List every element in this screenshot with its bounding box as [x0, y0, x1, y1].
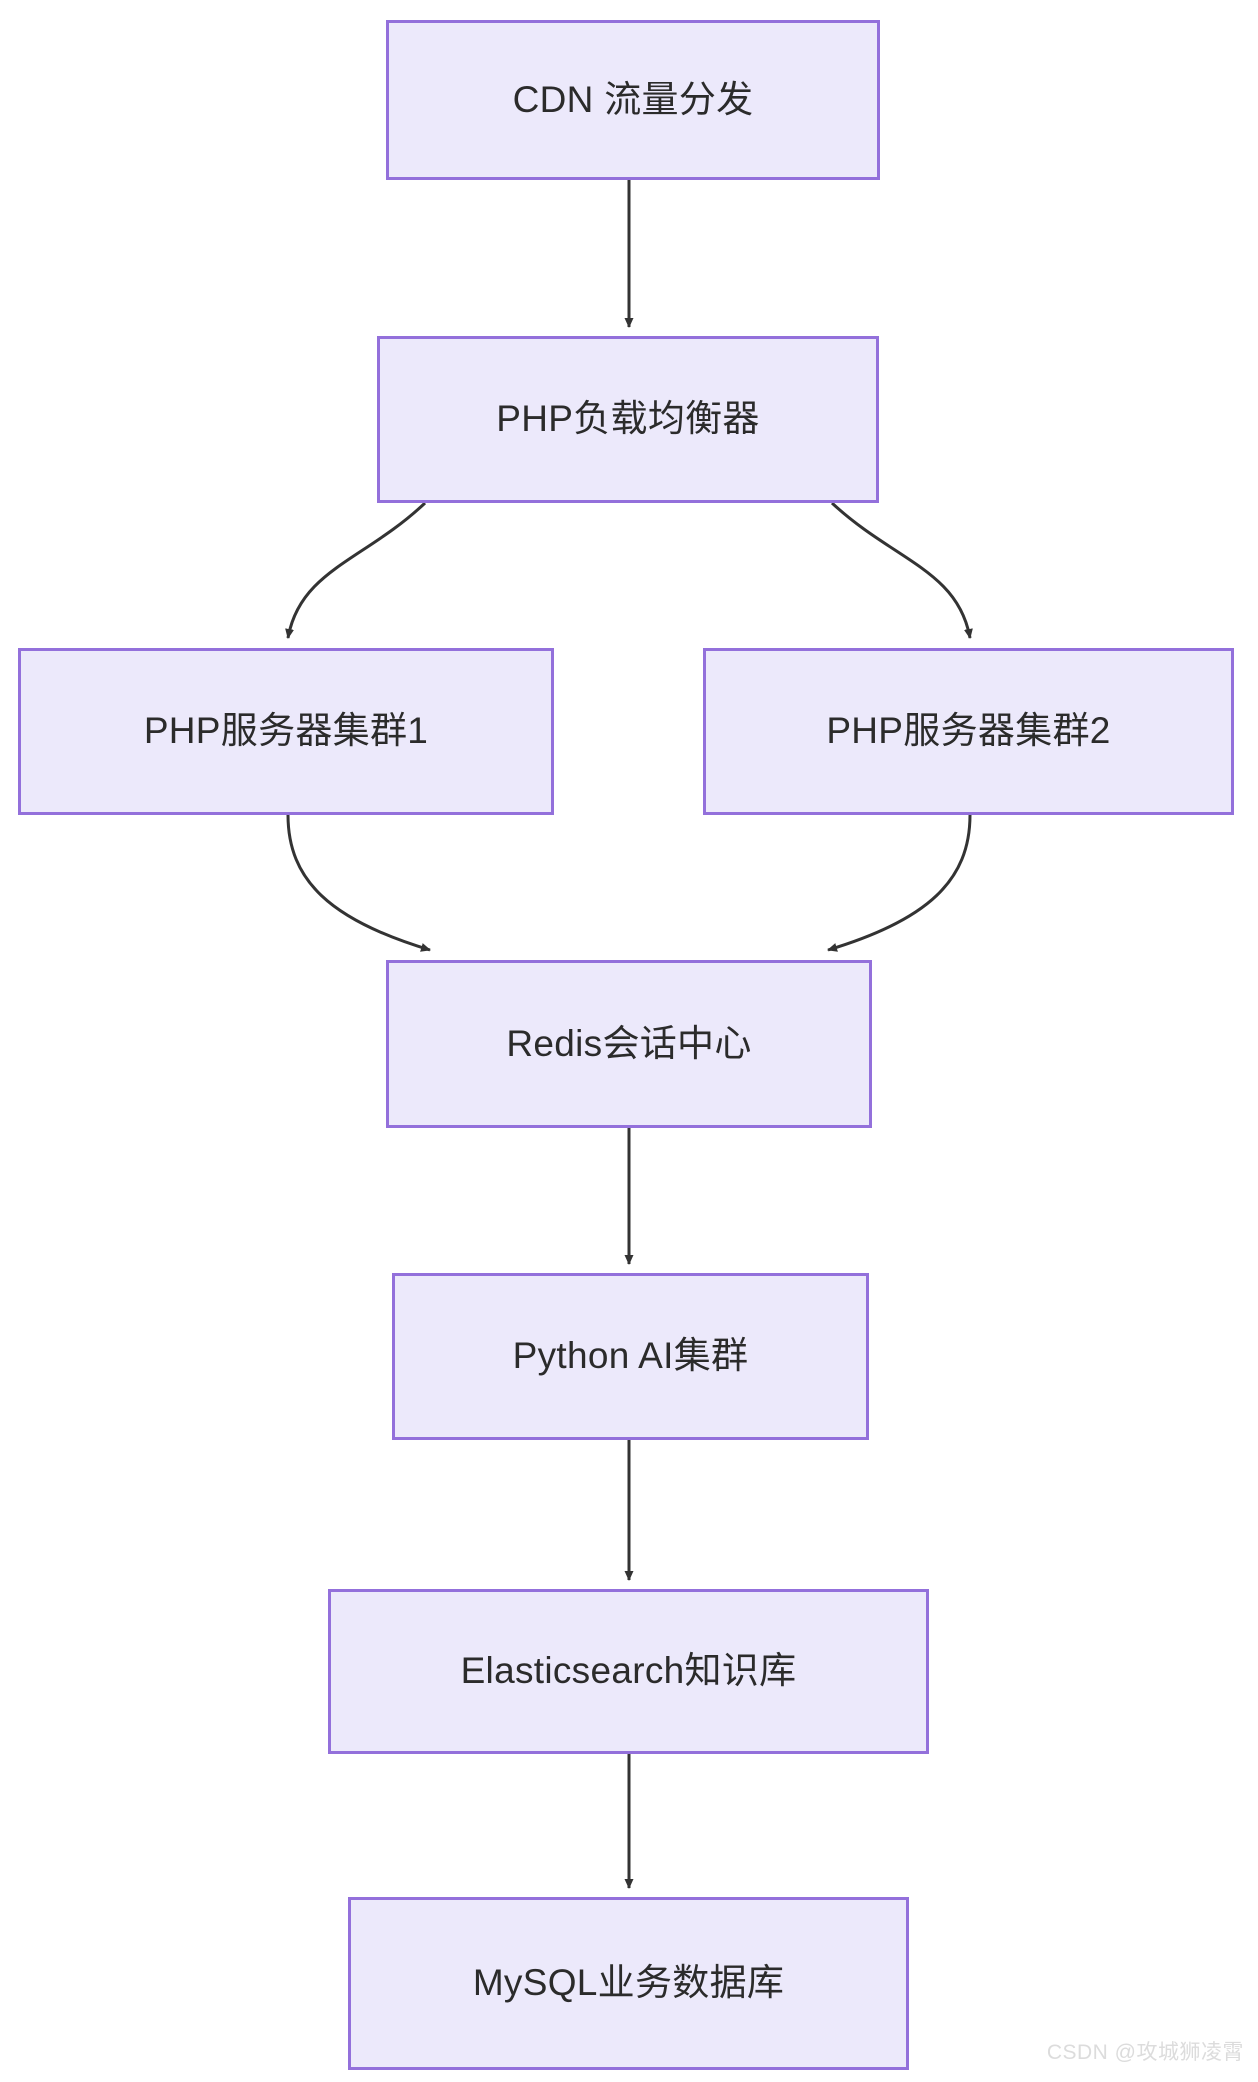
node-mysql-business-database[interactable]: MySQL业务数据库: [348, 1897, 909, 2070]
edge-php1-to-redis: [286, 814, 431, 952]
node-php-server-cluster-2-label: PHP服务器集群2: [826, 710, 1111, 752]
node-redis-session-center-label: Redis会话中心: [506, 1022, 752, 1064]
node-cdn-label: CDN 流量分发: [512, 78, 754, 120]
node-php-load-balancer[interactable]: PHP负载均衡器: [377, 336, 879, 503]
edge-lb-to-php1: [285, 501, 427, 639]
node-redis-session-center[interactable]: Redis会话中心: [386, 960, 872, 1128]
node-elasticsearch-knowledge-base-label: Elasticsearch知识库: [460, 1650, 797, 1692]
node-python-ai-cluster-label: Python AI集群: [512, 1335, 749, 1377]
node-cdn[interactable]: CDN 流量分发: [386, 20, 880, 180]
edge-php2-to-redis: [827, 814, 972, 952]
node-php-server-cluster-2[interactable]: PHP服务器集群2: [703, 648, 1234, 815]
node-php-load-balancer-label: PHP负载均衡器: [496, 398, 760, 440]
node-mysql-business-database-label: MySQL业务数据库: [472, 1962, 785, 2004]
node-php-server-cluster-1-label: PHP服务器集群1: [143, 710, 429, 752]
node-elasticsearch-knowledge-base[interactable]: Elasticsearch知识库: [328, 1589, 929, 1754]
node-php-server-cluster-1[interactable]: PHP服务器集群1: [18, 648, 554, 815]
csdn-watermark: CSDN @攻城狮凌霄: [1046, 2041, 1244, 2064]
node-python-ai-cluster[interactable]: Python AI集群: [392, 1273, 869, 1440]
edge-lb-to-php2: [830, 501, 973, 639]
